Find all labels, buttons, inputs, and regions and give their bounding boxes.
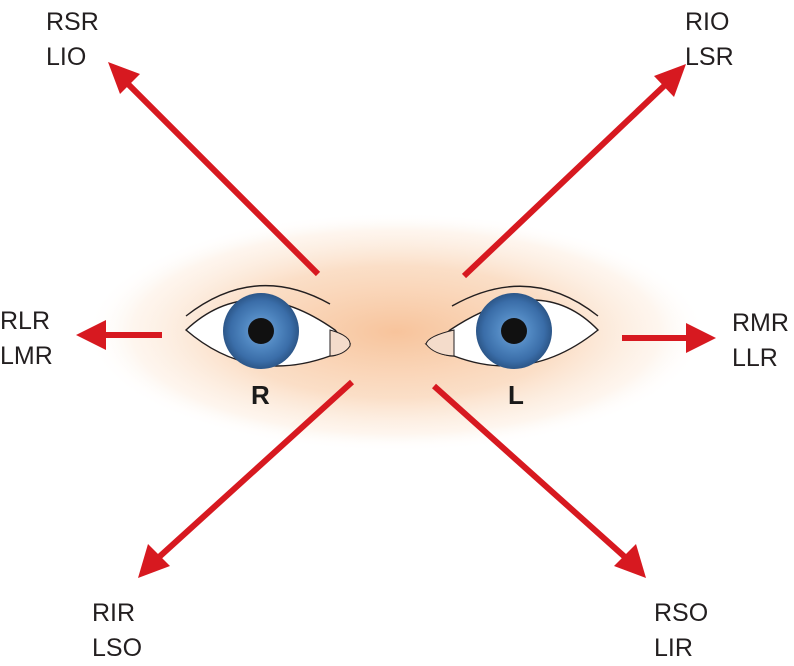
label-line: LLR	[732, 344, 778, 372]
arrow-down-right-head	[614, 544, 646, 578]
left-eye	[424, 285, 600, 369]
arrow-up-left	[125, 81, 321, 277]
label-right-of-patient: RLR LMR	[0, 304, 53, 374]
label-up-left-of-patient: RIO LSR	[685, 5, 734, 75]
right-eye	[184, 284, 352, 369]
label-up-right-of-patient: RSR LIO	[46, 5, 99, 75]
label-down-right-of-patient: RIR LSO	[92, 596, 142, 666]
arrow-down-left	[155, 379, 355, 561]
face-halo	[86, 212, 706, 452]
arrow-right-head	[686, 323, 716, 353]
label-down-left-of-patient: RSO LIR	[654, 596, 708, 666]
label-line: RIR	[92, 599, 136, 627]
left-eye-pupil	[501, 318, 527, 344]
arrow-down-right	[431, 383, 629, 561]
arrow-up-right-head	[654, 64, 686, 97]
label-left-of-patient: RMR LLR	[732, 306, 789, 376]
label-line: RSR	[46, 8, 99, 36]
left-eye-letter: L	[508, 380, 524, 410]
right-eye-letter: R	[251, 380, 270, 410]
label-line: RLR	[0, 307, 51, 335]
label-line: LSR	[685, 43, 734, 71]
label-line: LIO	[46, 43, 87, 71]
left-eye-caruncle	[425, 329, 455, 357]
arrow-up-right	[461, 83, 667, 279]
gaze-arrows	[76, 62, 716, 578]
label-line: LSO	[92, 634, 143, 662]
label-line: RIO	[685, 8, 730, 36]
label-line: RSO	[654, 599, 709, 627]
right-eye-pupil	[248, 318, 274, 344]
right-eye-caruncle	[329, 329, 351, 357]
right-eye-brow-line	[185, 284, 331, 317]
arrow-left-head	[76, 320, 106, 350]
label-line: LMR	[0, 342, 53, 370]
arrow-down-left-head	[138, 544, 170, 578]
arrow-up-left-head	[108, 62, 140, 94]
label-line: LIR	[654, 634, 693, 662]
left-eye-brow-line	[451, 285, 599, 317]
label-line: RMR	[732, 309, 789, 337]
